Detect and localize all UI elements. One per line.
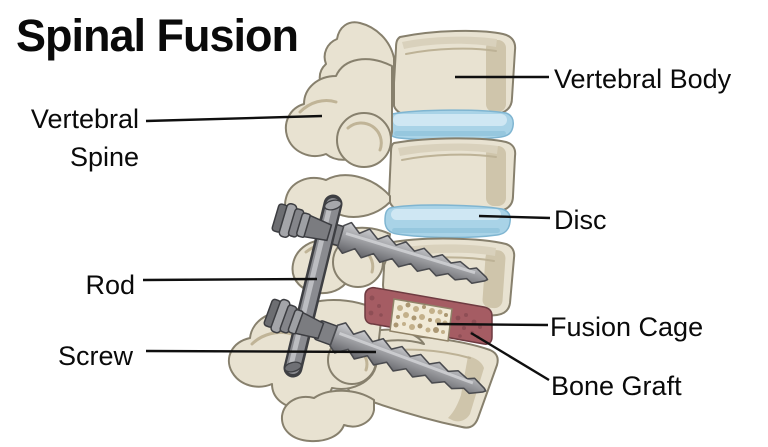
label-vertebral-body: Vertebral Body [554, 64, 732, 94]
facet-1 [336, 112, 392, 168]
spinal-hardware [263, 194, 489, 395]
fusion-level [364, 286, 493, 345]
label-vertebral-spine: Vertebral Spine [30, 104, 139, 173]
label-bone-graft: Bone Graft [551, 371, 682, 401]
label-fusion-cage: Fusion Cage [550, 312, 704, 342]
label-screw: Screw [57, 341, 133, 371]
leader-line-disc [478, 214, 551, 220]
vertebral-column [346, 29, 517, 429]
label-disc: Disc [554, 205, 607, 235]
inferior-process-lump [280, 389, 375, 443]
page-title: Spinal Fusion [16, 10, 299, 61]
label-rod: Rod [85, 270, 135, 300]
leader-line-bone-graft [470, 331, 550, 382]
leader-line-fusion-cage [436, 322, 549, 327]
screw-head-1 [271, 202, 333, 242]
leader-lines [142, 75, 551, 382]
leader-line-screw [145, 349, 377, 354]
leader-line-rod [142, 277, 318, 282]
leader-line-vertebral-spine [145, 114, 323, 123]
screw-head-2 [263, 298, 325, 340]
